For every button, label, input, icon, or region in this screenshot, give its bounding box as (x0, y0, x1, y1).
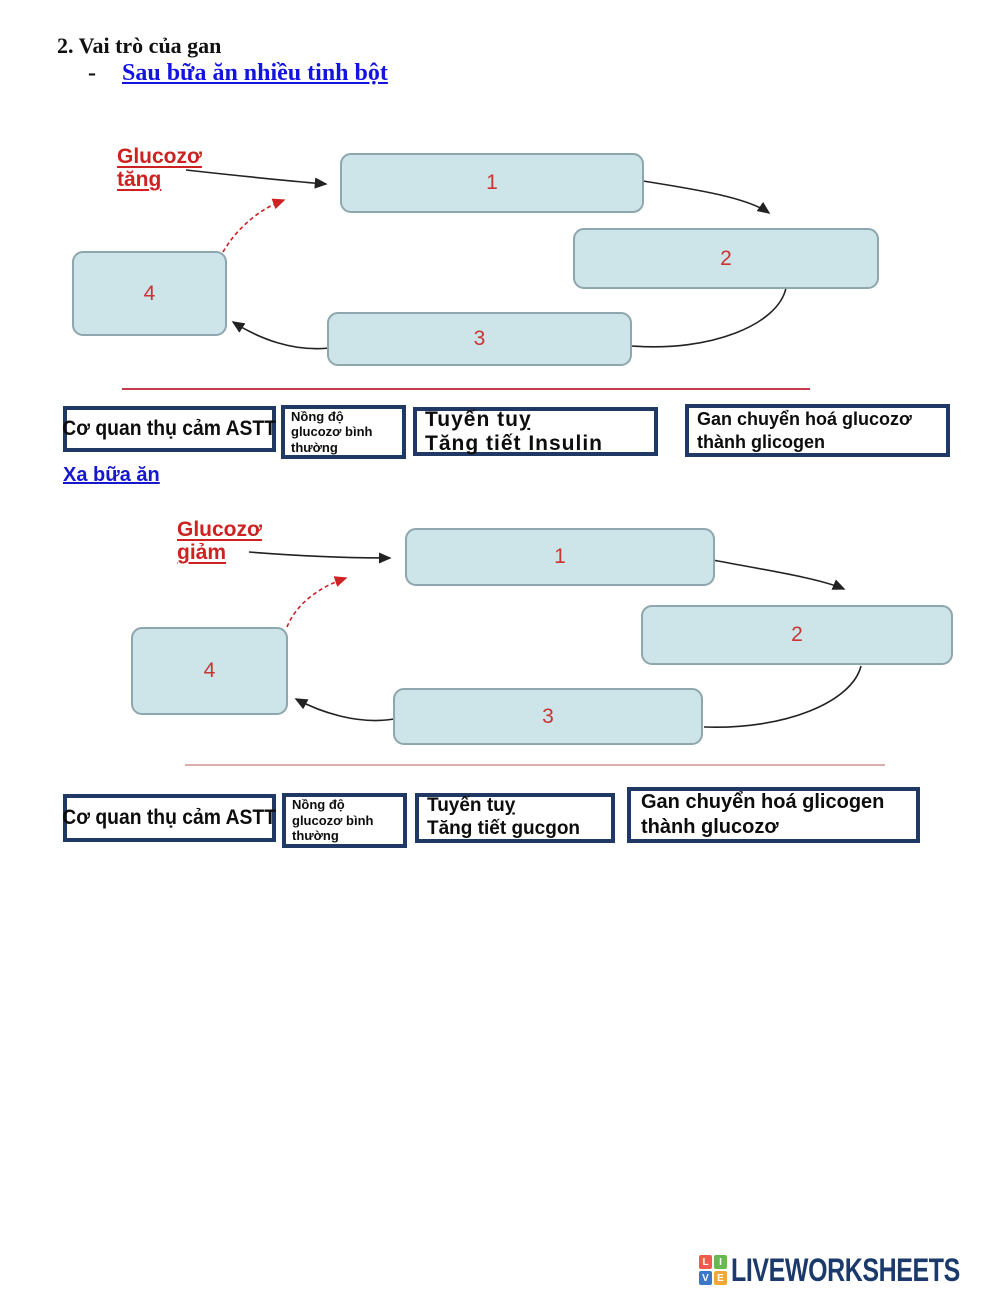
answer1-liver-line1: Gan chuyển hoá glucozơ (697, 409, 912, 429)
d2-box4-number: 4 (203, 659, 216, 682)
answer2-pancreas[interactable]: Tuyến tuỵ Tăng tiết gucgon (415, 793, 615, 843)
page-title: 2. Vai trò của gan (57, 33, 222, 58)
arrow-d1-trigger-to-1 (185, 169, 328, 189)
answer1-pancreas[interactable]: Tuyến tuỵ Tăng tiết Insulin (413, 407, 658, 456)
link-far-from-meal[interactable]: Xa bữa ăn (63, 464, 160, 486)
answer2-receptor[interactable]: Cơ quan thụ cảm ASTT (63, 794, 276, 842)
arrow-d1-3-to-4 (231, 321, 331, 350)
arrow-d1-1-to-2 (642, 180, 771, 214)
answer2-receptor-text: Cơ quan thụ cảm ASTT (62, 806, 277, 829)
d2-trigger-line1: Glucozơ (177, 518, 262, 541)
d2-box1-number: 1 (554, 545, 566, 568)
answer1-pancreas-line2: Tăng tiết Insulin (425, 431, 603, 455)
subtitle-row: -Sau bữa ăn nhiều tinh bột (88, 60, 388, 87)
arrow-d2-feedback-dashed (286, 576, 348, 628)
answer1-receptor-text: Cơ quan thụ cảm ASTT (62, 417, 277, 440)
d2-box3-number: 3 (542, 704, 554, 728)
logo-square-i: I (714, 1255, 727, 1269)
liveworksheets-logo-text: LIVEWORKSHEETS (731, 1252, 960, 1288)
d1-trigger-label: Glucozơ tăng (117, 145, 202, 191)
d2-dropzone-3[interactable]: 3 (393, 688, 703, 745)
arrow-d2-trigger-to-1 (248, 551, 392, 564)
d2-box2-number: 2 (791, 623, 803, 646)
d1-box3-number: 3 (473, 327, 486, 350)
answer2-liver-line2: thành glucozơ (641, 816, 779, 838)
answer1-normal-level[interactable]: Nồng độ glucozơ bình thường (281, 405, 406, 459)
answer1-normal-text: Nồng độ glucozơ bình thường (291, 408, 373, 455)
d1-box1-number: 1 (486, 171, 498, 194)
connector-d1-2-to-3 (631, 287, 787, 348)
logo-square-l: L (699, 1255, 712, 1269)
arrow-d1-feedback-dashed (222, 198, 286, 253)
arrow-d2-3-to-4 (294, 698, 395, 722)
answer1-liver[interactable]: Gan chuyển hoá glucozơ thành glicogen (685, 404, 950, 457)
d1-trigger-line2: tăng (117, 168, 162, 192)
d2-dropzone-4[interactable]: 4 (131, 627, 288, 715)
logo-square-v: V (699, 1271, 712, 1285)
liveworksheets-logo[interactable]: L I V E LIVEWORKSHEETS (699, 1252, 1000, 1289)
answer2-pancreas-line1: Tuyến tuỵ (427, 795, 516, 817)
divider-red-1 (122, 388, 810, 390)
answer1-pancreas-line1: Tuyến tuỵ (425, 408, 532, 432)
d1-trigger-line1: Glucozơ (117, 145, 202, 168)
answer1-liver-line2: thành glicogen (697, 431, 825, 452)
d2-dropzone-2[interactable]: 2 (641, 605, 953, 665)
arrow-d2-1-to-2 (712, 559, 846, 590)
link-after-meal[interactable]: Sau bữa ăn nhiều tinh bột (122, 60, 388, 86)
answer1-receptor[interactable]: Cơ quan thụ cảm ASTT (63, 406, 276, 452)
answer2-pancreas-line2: Tăng tiết gucgon (427, 818, 581, 839)
d1-dropzone-2[interactable]: 2 (573, 228, 879, 289)
logo-square-e: E (714, 1271, 727, 1285)
d1-box4-number: 4 (143, 281, 156, 305)
d1-dropzone-4[interactable]: 4 (72, 251, 227, 336)
d1-dropzone-3[interactable]: 3 (327, 312, 632, 366)
d1-box2-number: 2 (720, 246, 732, 270)
divider-red-2 (185, 764, 885, 766)
d2-dropzone-1[interactable]: 1 (405, 528, 715, 586)
answer2-liver[interactable]: Gan chuyển hoá glicogen thành glucozơ (627, 787, 920, 843)
bullet-dash: - (88, 60, 96, 86)
d2-trigger-line2: giảm (177, 541, 227, 565)
connector-d2-2-to-3 (703, 665, 862, 728)
d2-trigger-label: Glucozơ giảm (177, 518, 262, 564)
liveworksheets-logo-icon: L I V E (699, 1255, 727, 1286)
answer2-normal-level[interactable]: Nồng độ glucozơ bình thường (282, 793, 407, 848)
answer2-liver-line1: Gan chuyển hoá glicogen (641, 791, 885, 813)
answer2-normal-text: Nồng độ glucozơ bình thường (292, 797, 374, 844)
d1-dropzone-1[interactable]: 1 (340, 153, 644, 213)
